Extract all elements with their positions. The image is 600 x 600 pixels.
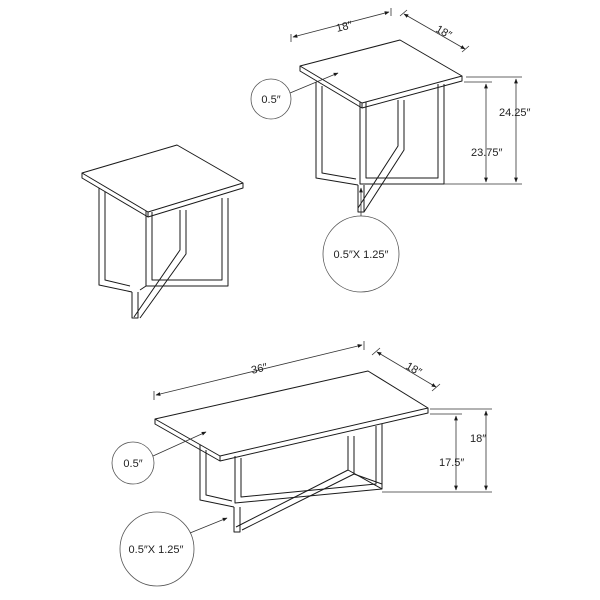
end-table-left-frame bbox=[98, 188, 229, 319]
coffee-table-top-thickness-label: 0.5″ bbox=[123, 458, 142, 470]
coffee-table-top-thickness-callout: 0.5″ bbox=[111, 431, 207, 485]
end-table-total-height-dimension: 24.25″ bbox=[444, 76, 531, 185]
coffee-table-width-dimension: 36″ bbox=[153, 341, 365, 400]
coffee-table-width-label: 36″ bbox=[250, 361, 269, 376]
end-table-total-height-label: 24.25″ bbox=[499, 107, 531, 119]
end-table-depth-label: 18″ bbox=[434, 23, 454, 42]
end-table-top-thickness-callout: 0.5″ bbox=[250, 72, 339, 120]
coffee-table-leg-height-label: 17.5″ bbox=[439, 457, 464, 469]
end-table-leg-height-dimension: 23.75″ bbox=[464, 81, 503, 183]
coffee-table-top bbox=[154, 370, 429, 462]
coffee-table-total-height-label: 18″ bbox=[470, 433, 486, 445]
end-table-left bbox=[81, 144, 244, 319]
end-table-width-label: 18″ bbox=[335, 19, 354, 35]
coffee-table-leg-profile-label: 0.5″X 1.25″ bbox=[129, 544, 184, 556]
end-table-leg-profile-callout: 0.5″X 1.25″ bbox=[322, 187, 400, 293]
end-table-top bbox=[299, 39, 463, 109]
end-table-leg-profile-label: 0.5″X 1.25″ bbox=[334, 249, 389, 261]
coffee-table-depth-label: 18″ bbox=[404, 360, 424, 379]
end-table-leg-height-label: 23.75″ bbox=[471, 147, 503, 159]
end-table-dimensioned: 18″ 18″ 24.25″ 23.75″ 0.5″ bbox=[250, 8, 531, 293]
end-table-top-thickness-label: 0.5″ bbox=[261, 94, 280, 106]
coffee-table: 36″ 18″ 18″ 17.5″ 0.5″ bbox=[111, 341, 492, 587]
end-table-left-top bbox=[81, 144, 244, 218]
coffee-table-leg-height-dimension: 17.5″ bbox=[430, 413, 464, 491]
end-table-frame bbox=[315, 82, 445, 213]
end-table-width-dimension: 18″ bbox=[290, 8, 392, 42]
coffee-table-leg-profile-callout: 0.5″X 1.25″ bbox=[119, 511, 228, 587]
coffee-table-frame bbox=[199, 424, 383, 533]
coffee-table-total-height-dimension: 18″ bbox=[382, 408, 492, 493]
